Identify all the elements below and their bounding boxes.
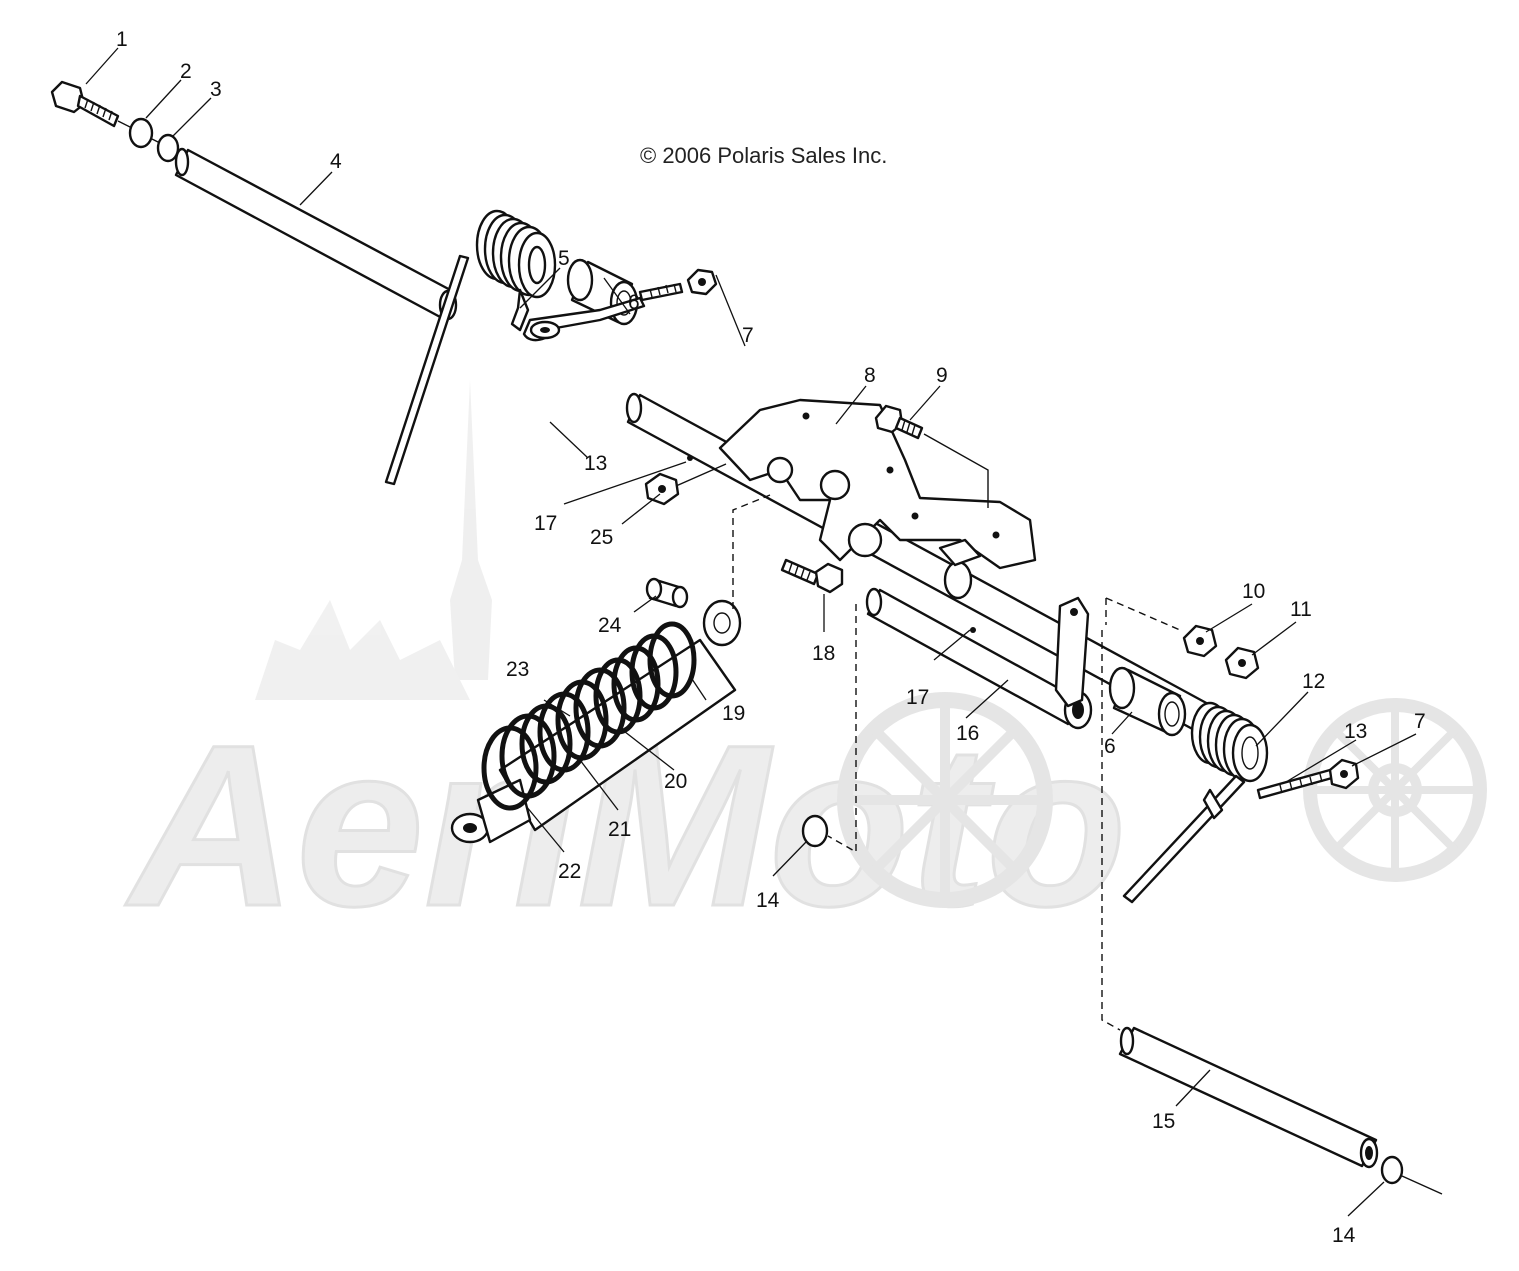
callout-5: 5: [558, 247, 570, 270]
callout-7-right: 7: [1414, 710, 1426, 733]
callout-18: 18: [812, 642, 835, 665]
part-bushing-6-right: [1108, 666, 1187, 737]
part-torsion-spring-12: [1122, 701, 1269, 904]
callout-21: 21: [608, 818, 631, 841]
part-torsion-spring-5: [384, 209, 557, 486]
part-nut-11: [1224, 646, 1260, 680]
callout-19: 19: [722, 702, 745, 725]
callout-13-right: 13: [1344, 720, 1367, 743]
part-rod-4: [174, 147, 458, 321]
callout-9: 9: [936, 364, 948, 387]
callout-3: 3: [210, 78, 222, 101]
callout-12: 12: [1302, 670, 1325, 693]
callout-numbers: 1 2 3 4 5 6 6 7 7 8 9 10 11 12 13 13 14 …: [116, 28, 1426, 1247]
part-washer-14-right: [1380, 1155, 1443, 1195]
callout-20: 20: [664, 770, 687, 793]
callout-1: 1: [116, 28, 128, 51]
part-washer-14-center: [801, 604, 857, 854]
watermark-wheel: [837, 692, 1487, 908]
part-nut-10: [1182, 624, 1218, 658]
part-bolt-18: [780, 558, 844, 594]
part-spring-arm-13-left: [522, 282, 684, 342]
part-nut-7-left: [686, 268, 718, 296]
part-shock-spring-20: [481, 621, 697, 811]
part-bracket-8: [718, 398, 1090, 708]
shock-leader-dashed: [732, 494, 771, 609]
part-nut-7-right: [1328, 758, 1360, 790]
part-bolt-1: [50, 80, 133, 129]
part-nut-25: [644, 463, 727, 506]
callout-25: 25: [590, 526, 613, 549]
callout-leaders: [85, 47, 1417, 1217]
callout-6-left: 6: [628, 291, 640, 314]
callout-6-right: 6: [1104, 735, 1116, 758]
part-lock-washer-2: [128, 117, 163, 149]
callout-13-left: 13: [584, 452, 607, 475]
callout-16: 16: [956, 722, 979, 745]
part-bolt-9: [874, 404, 989, 508]
callout-17-right: 17: [906, 686, 929, 709]
callout-22: 22: [558, 860, 581, 883]
callout-8: 8: [864, 364, 876, 387]
callout-24: 24: [598, 614, 622, 637]
callout-23: 23: [506, 658, 529, 681]
part-bushing-24: [645, 577, 689, 609]
callout-4: 4: [330, 150, 342, 173]
watermark-rooftops: [255, 600, 470, 700]
callout-7-left: 7: [742, 324, 754, 347]
part-rod-15: [1101, 630, 1379, 1169]
callout-17-left: 17: [534, 512, 557, 535]
callout-14-center: 14: [756, 889, 780, 912]
nut-leader-dashed: [1105, 597, 1181, 631]
callout-11: 11: [1290, 598, 1312, 621]
watermark-spire: [450, 380, 492, 680]
callout-10: 10: [1242, 580, 1265, 603]
callout-2: 2: [180, 60, 192, 83]
copyright-notice: © 2006 Polaris Sales Inc.: [640, 143, 888, 168]
callout-15: 15: [1152, 1110, 1175, 1133]
callout-14-right: 14: [1332, 1224, 1356, 1247]
